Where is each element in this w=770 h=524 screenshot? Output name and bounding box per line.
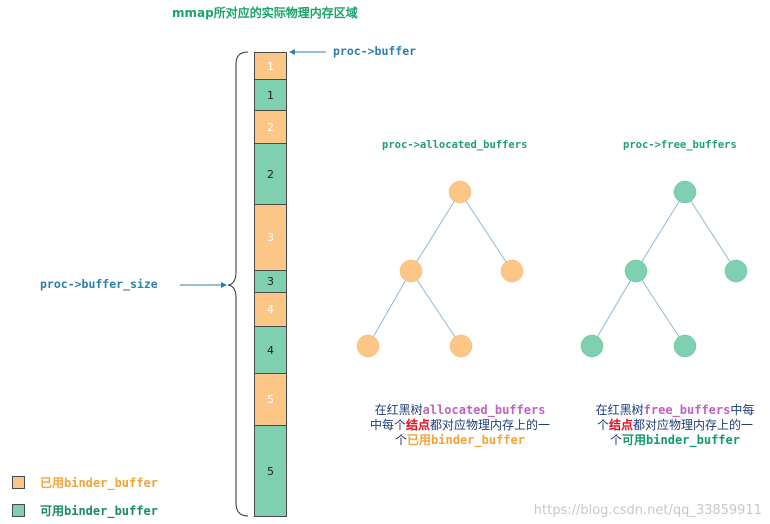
buffer-segment-used: 2: [254, 110, 287, 144]
segment-number: 1: [267, 88, 274, 102]
proc-buffer-size-label: proc->buffer_size: [40, 277, 158, 291]
free-node: [673, 334, 697, 358]
allocated-tree-title: proc->allocated_buffers: [382, 139, 527, 151]
free-node: [624, 259, 648, 283]
buffer-brace: [227, 51, 249, 517]
legend-free-label: 可用binder_buffer: [40, 504, 158, 518]
legend-free-swatch: [12, 504, 25, 517]
watermark: https://blog.csdn.net/qq_33859911: [533, 503, 762, 518]
free-node: [724, 259, 748, 283]
allocated-tree-nodes: [356, 180, 524, 358]
free-tree-description: 在红黑树free_buffers中每 个结点都对应物理内存上的一 个可用bind…: [595, 403, 755, 447]
buffer-segment-free: 2: [254, 143, 287, 205]
buffer-segment-used: 4: [254, 292, 287, 327]
free-node: [673, 180, 697, 204]
buffer-segment-used: 5: [254, 373, 287, 426]
allocated-tree-edges: [367, 191, 513, 347]
legend-used-label: 已用binder_buffer: [40, 476, 158, 490]
buffer-segment-free: 4: [254, 326, 287, 374]
segment-number: 3: [267, 275, 274, 288]
allocated-node: [500, 259, 524, 283]
free-tree-nodes: [580, 180, 748, 358]
allocated-node: [448, 180, 472, 204]
diagram-title: mmap所对应的实际物理内存区域: [172, 6, 358, 20]
segment-number: 1: [267, 59, 274, 73]
buffer-segment-used: 3: [254, 204, 287, 271]
allocated-tree-title-text: proc->allocated_buffers: [382, 139, 528, 151]
segment-number: 5: [267, 393, 274, 406]
buffer-size-arrowhead: [221, 282, 227, 288]
buffer-segment-free: 5: [254, 425, 287, 517]
legend-used-swatch: [12, 476, 25, 489]
free-tree-title-text: proc->free_buffers: [623, 139, 737, 151]
segment-number: 2: [267, 167, 274, 181]
proc-buffer-label: proc->buffer: [333, 44, 417, 58]
segment-number: 4: [267, 303, 274, 316]
allocated-tree-description: 在红黑树allocated_buffers 中每个结点都对应物理内存上的一 个已…: [369, 403, 551, 447]
free-node: [580, 334, 604, 358]
allocated-node: [356, 334, 380, 358]
segment-number: 2: [267, 120, 274, 134]
free-tree-title: proc->free_buffers: [623, 139, 737, 151]
buffer-pointer-arrowhead: [289, 49, 295, 55]
free-tree-edges: [591, 191, 737, 347]
segment-number: 5: [267, 464, 274, 478]
segment-number: 4: [267, 343, 274, 357]
allocated-node: [449, 334, 473, 358]
allocated-node: [399, 259, 423, 283]
segment-number: 3: [267, 231, 274, 244]
